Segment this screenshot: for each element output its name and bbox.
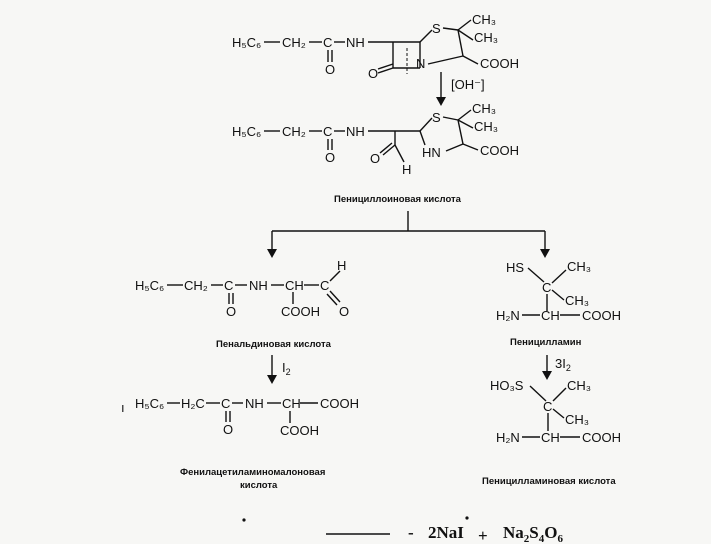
svg-text:CH₃: CH₃ bbox=[565, 412, 589, 427]
ring-nitrogen: N bbox=[416, 56, 425, 71]
svg-text:CH: CH bbox=[282, 396, 301, 411]
phenylacetylaminomalonic-acid-structure: ı H₅C₆ H₂C C O NH CH COOH COOH bbox=[121, 396, 359, 438]
bottom-equation: - 2NaI + Na2S4O6 bbox=[242, 516, 563, 544]
svg-text:H₂N: H₂N bbox=[496, 430, 520, 445]
svg-text:COOH: COOH bbox=[582, 430, 621, 445]
svg-text:S: S bbox=[432, 110, 441, 125]
svg-text:CH₃: CH₃ bbox=[565, 293, 589, 308]
label-penicillamic-acid: Пеницилламиновая кислота bbox=[482, 476, 616, 487]
label-phenylacetylaminomalonic-line2: кислота bbox=[240, 480, 278, 491]
svg-text:CH₃: CH₃ bbox=[472, 101, 496, 116]
svg-text:CH₃: CH₃ bbox=[567, 259, 591, 274]
equation-plus: + bbox=[478, 526, 488, 544]
svg-text:C: C bbox=[224, 278, 233, 293]
svg-text:C: C bbox=[543, 399, 552, 414]
svg-text:O: O bbox=[325, 150, 335, 165]
stray-mark: ı bbox=[121, 400, 125, 415]
amide-nitrogen: NH bbox=[346, 35, 365, 50]
svg-text:COOH: COOH bbox=[280, 423, 319, 438]
carbonyl-carbon: C bbox=[323, 35, 332, 50]
hydroxide-reagent: [OH⁻] bbox=[451, 77, 485, 92]
svg-text:C: C bbox=[323, 124, 332, 139]
methyl-group-1: CH₃ bbox=[472, 12, 496, 27]
svg-text:HO₃S: HO₃S bbox=[490, 378, 524, 393]
svg-text:C: C bbox=[542, 280, 551, 295]
svg-text:O: O bbox=[223, 422, 233, 437]
svg-text:CH₂: CH₂ bbox=[184, 278, 208, 293]
svg-text:H₅C₆: H₅C₆ bbox=[135, 396, 164, 411]
sulfur-atom: S bbox=[432, 21, 441, 36]
penicillin-structure: H₅C₆ CH₂ C O NH O N S CH₃ CH₃ COOH bbox=[232, 12, 519, 81]
svg-text:CH: CH bbox=[541, 308, 560, 323]
svg-text:COOH: COOH bbox=[281, 304, 320, 319]
penicillamine-structure: HS C CH₃ CH₃ H₂N CH COOH bbox=[496, 259, 621, 323]
svg-text:HS: HS bbox=[506, 260, 524, 275]
svg-text:H₅C₆: H₅C₆ bbox=[135, 278, 164, 293]
svg-text:NH: NH bbox=[245, 396, 264, 411]
svg-text:CH: CH bbox=[541, 430, 560, 445]
svg-text:O: O bbox=[370, 151, 380, 166]
equation-term-sodium-tetrathionate: Na2S4O6 bbox=[503, 523, 563, 544]
svg-text:CH₃: CH₃ bbox=[567, 378, 591, 393]
penaldic-acid-structure: H₅C₆ CH₂ C O NH CH COOH C H O bbox=[135, 258, 349, 319]
methyl-group-2: CH₃ bbox=[474, 30, 498, 45]
svg-text:COOH: COOH bbox=[480, 143, 519, 158]
svg-text:H₅C₆: H₅C₆ bbox=[232, 124, 261, 139]
svg-text:C: C bbox=[320, 278, 329, 293]
carbonyl-oxygen: O bbox=[325, 62, 335, 77]
triiodine-reagent: 3I2 bbox=[555, 356, 571, 373]
benzyl-group: H₅C₆ bbox=[232, 35, 261, 50]
equation-term-nai: 2NaI bbox=[428, 523, 464, 542]
methylene-group: CH₂ bbox=[282, 35, 306, 50]
penicillamic-acid-structure: HO₃S C CH₃ CH₃ H₂N CH COOH bbox=[490, 378, 621, 445]
label-phenylacetylaminomalonic-line1: Фенилацетиламиномалоновая bbox=[180, 467, 325, 478]
hydrolysis-arrow: [OH⁻] bbox=[436, 72, 485, 106]
svg-text:CH₃: CH₃ bbox=[474, 119, 498, 134]
svg-text:CH: CH bbox=[285, 278, 304, 293]
label-penicilloic-acid: Пенициллоиновая кислота bbox=[334, 194, 462, 205]
svg-text:COOH: COOH bbox=[582, 308, 621, 323]
label-penicillamine: Пеницилламин bbox=[510, 337, 582, 348]
branch-arrows bbox=[267, 211, 550, 258]
svg-text:O: O bbox=[339, 304, 349, 319]
svg-text:C: C bbox=[221, 396, 230, 411]
svg-text:H: H bbox=[402, 162, 411, 177]
equation-dash: - bbox=[408, 523, 414, 542]
label-penaldic-acid: Пенальдиновая кислота bbox=[216, 339, 332, 350]
carboxyl-group: COOH bbox=[480, 56, 519, 71]
triiodine-oxidation-arrow: 3I2 bbox=[542, 355, 571, 380]
svg-text:HN: HN bbox=[422, 145, 441, 160]
svg-text:NH: NH bbox=[346, 124, 365, 139]
lactam-oxygen: O bbox=[368, 66, 378, 81]
svg-text:H₂C: H₂C bbox=[181, 396, 205, 411]
svg-text:COOH: COOH bbox=[320, 396, 359, 411]
svg-text:O: O bbox=[226, 304, 236, 319]
iodine-reagent: I2 bbox=[282, 360, 291, 377]
penicilloic-acid-structure: H₅C₆ CH₂ C O NH O H S CH₃ CH₃ COOH HN bbox=[232, 101, 519, 177]
iodine-oxidation-arrow: I2 bbox=[267, 355, 291, 384]
svg-text:NH: NH bbox=[249, 278, 268, 293]
svg-text:CH₂: CH₂ bbox=[282, 124, 306, 139]
svg-text:H₂N: H₂N bbox=[496, 308, 520, 323]
svg-text:H: H bbox=[337, 258, 346, 273]
